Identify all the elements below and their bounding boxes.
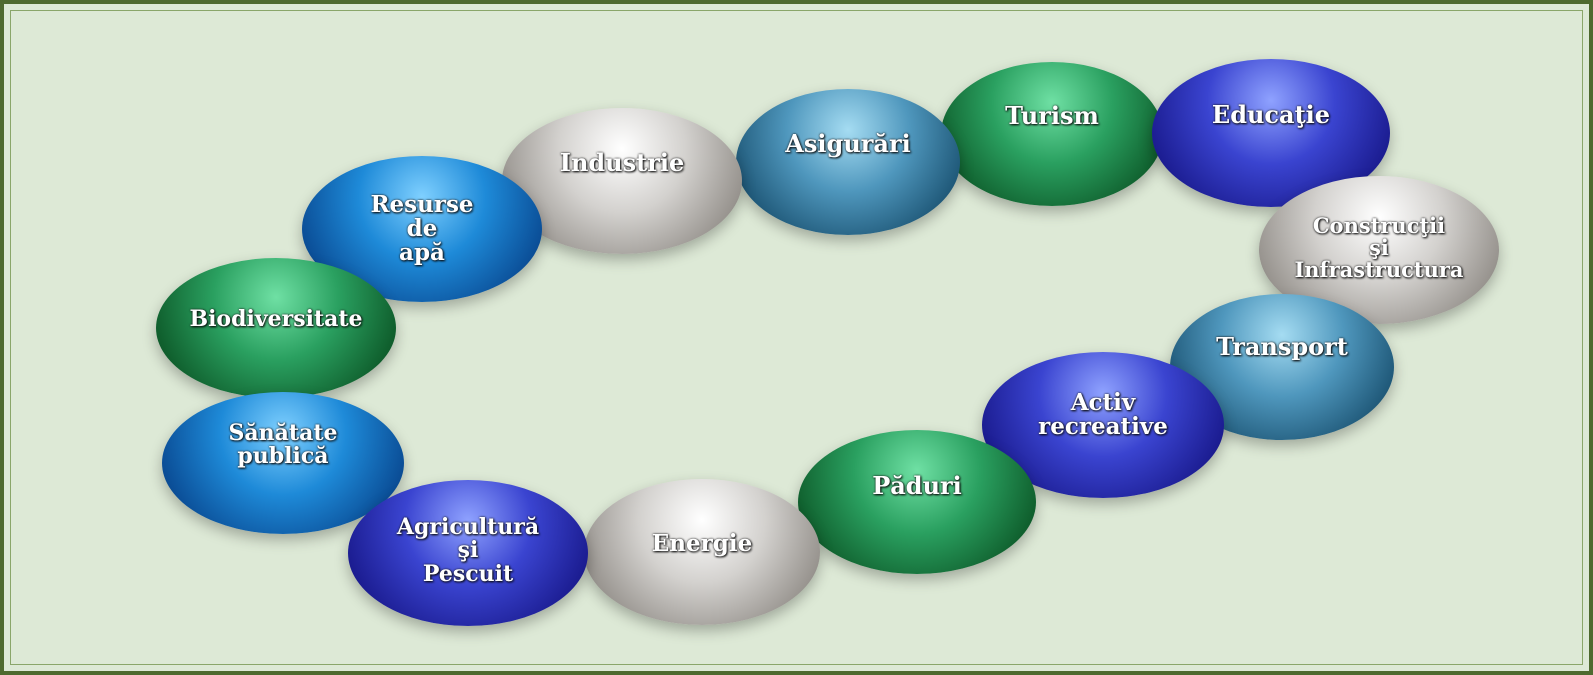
label-biodiversitate: Biodiversitate (189, 306, 363, 333)
label-resurse-de-apa: Resurse de apă (370, 190, 474, 267)
label-transport: Transport (1216, 332, 1348, 362)
label-agricultura-si-pescuit: Agricultură şi Pescuit (396, 514, 540, 587)
sphere-biodiversitate: Biodiversitate (156, 258, 396, 398)
sphere-energie: Energie (584, 479, 820, 625)
label-industrie: Industrie (559, 148, 685, 178)
sphere-resurse-de-apa: Resurse de apă (302, 156, 542, 302)
sphere-transport: Transport (1170, 294, 1394, 440)
sphere-sanatate-publica: Sănătate publică (162, 392, 404, 534)
label-sanatate-publica: Sănătate publică (228, 419, 338, 469)
label-educatie: Educaţie (1211, 100, 1331, 130)
sphere-paduri: Păduri (798, 430, 1036, 574)
sphere-asigurari: Asigurări (736, 89, 960, 235)
label-turism: Turism (1005, 101, 1099, 131)
label-energie: Energie (651, 529, 753, 557)
sphere-industrie: Industrie (502, 108, 742, 254)
frame-inner-border (10, 10, 1583, 665)
label-asigurari: Asigurări (785, 129, 911, 159)
label-activ-recreative: Activ recreative (1038, 388, 1168, 440)
label-paduri: Păduri (872, 471, 962, 501)
label-constructii: Construcţii şi Infrastructura (1294, 212, 1464, 283)
sphere-agricultura-si-pescuit: Agricultură şi Pescuit (348, 480, 588, 626)
sphere-turism: Turism (941, 62, 1163, 206)
